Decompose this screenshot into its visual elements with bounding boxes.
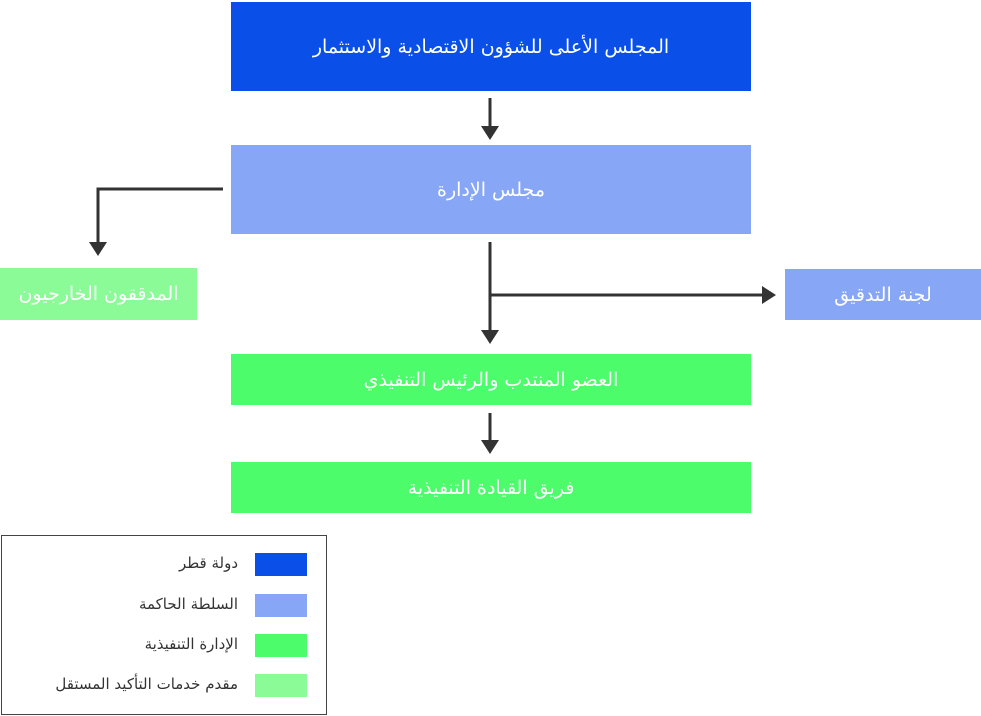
node-supreme-council-label: المجلس الأعلى للشؤون الاقتصادية والاستثم… — [312, 35, 670, 58]
node-board-of-directors-label: مجلس الإدارة — [437, 178, 545, 201]
node-audit-committee-label: لجنة التدقيق — [834, 283, 932, 306]
node-external-auditors-label: المدققون الخارجيون — [18, 283, 179, 305]
legend-swatch — [255, 634, 307, 657]
arrowhead-board-to-audit-committee — [762, 286, 776, 304]
legend: دولة قطر السلطة الحاكمة الإدارة التنفيذي… — [1, 535, 327, 715]
node-external-auditors: المدققون الخارجيون — [0, 268, 197, 320]
node-managing-director-ceo: العضو المنتدب والرئيس التنفيذي — [231, 354, 751, 405]
legend-label: دولة قطر — [178, 554, 238, 572]
legend-swatch — [255, 553, 307, 576]
legend-swatch — [255, 674, 307, 697]
node-executive-leadership-team: فريق القيادة التنفيذية — [231, 462, 751, 513]
node-supreme-council: المجلس الأعلى للشؤون الاقتصادية والاستثم… — [231, 2, 751, 91]
legend-swatch — [255, 594, 307, 617]
arrowhead-ceo-to-leadership-team — [481, 440, 499, 454]
node-executive-leadership-team-label: فريق القيادة التنفيذية — [407, 476, 575, 499]
node-audit-committee: لجنة التدقيق — [785, 269, 981, 320]
legend-item: السلطة الحاكمة — [2, 591, 326, 617]
legend-item: مقدم خدمات التأكيد المستقل — [2, 671, 326, 697]
arrow-board-to-external-auditors — [96, 187, 223, 244]
arrowhead-board-to-external-auditors — [89, 242, 107, 256]
node-managing-director-ceo-label: العضو المنتدب والرئيس التنفيذي — [363, 368, 619, 391]
arrowhead-council-to-board — [481, 126, 499, 140]
legend-item: دولة قطر — [2, 550, 326, 576]
arrowhead-board-to-ceo — [481, 330, 499, 344]
legend-label: مقدم خدمات التأكيد المستقل — [55, 675, 238, 693]
legend-label: الإدارة التنفيذية — [144, 635, 238, 653]
node-board-of-directors: مجلس الإدارة — [231, 145, 751, 234]
legend-label: السلطة الحاكمة — [138, 595, 238, 613]
legend-item: الإدارة التنفيذية — [2, 631, 326, 657]
